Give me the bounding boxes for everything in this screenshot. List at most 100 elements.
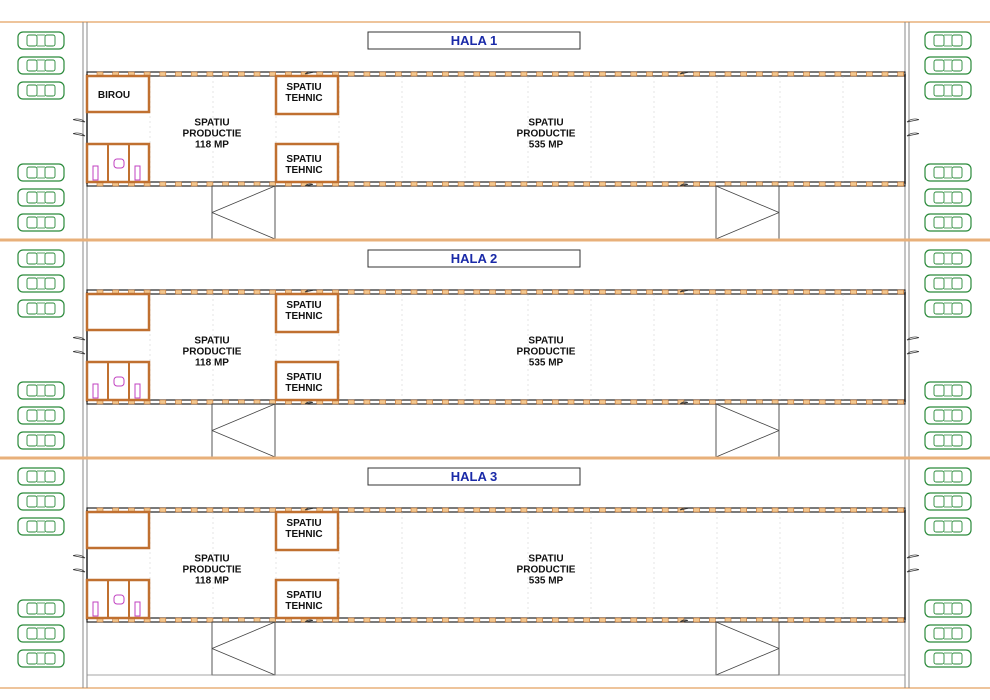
window-north (536, 507, 543, 513)
window-south (238, 617, 245, 623)
car-windshield (933, 470, 945, 483)
production-area-large-label-line: SPATIU (528, 336, 563, 347)
car-rear-window (951, 627, 963, 640)
window-north (803, 71, 810, 77)
technical-room-label-line: SPATIU (286, 590, 321, 601)
window-north (504, 71, 512, 77)
window-north (787, 71, 795, 77)
car-rear-window (44, 470, 56, 483)
hall-title: HALA 3 (451, 469, 497, 484)
car-icon (17, 213, 65, 232)
car-windshield (933, 34, 945, 47)
loading-ramp (715, 403, 780, 458)
car-icon (17, 163, 65, 182)
window-south (442, 399, 449, 405)
window-north (771, 289, 779, 295)
window-south (394, 181, 402, 187)
window-south (536, 399, 543, 405)
sink-fixture (92, 601, 99, 617)
car-windshield (26, 409, 38, 422)
car-windshield (26, 602, 38, 615)
window-south (583, 181, 591, 187)
window-south (756, 181, 763, 187)
car-windshield (933, 520, 945, 533)
car-rear-window (951, 409, 963, 422)
car-icon (17, 649, 65, 668)
window-north (756, 289, 763, 295)
window-north (834, 507, 842, 513)
window-north (740, 289, 748, 295)
car-icon (924, 649, 972, 668)
car-icon (17, 624, 65, 643)
hall-title-box (367, 467, 581, 486)
window-north (253, 507, 261, 513)
door-swing (906, 132, 920, 137)
window-south (175, 617, 182, 623)
door-icon (679, 71, 689, 75)
window-south (504, 399, 512, 405)
window-north (269, 507, 277, 513)
car-rear-window (951, 59, 963, 72)
window-south (724, 617, 732, 623)
window-south (834, 399, 842, 405)
car-body (17, 188, 65, 207)
window-north (803, 289, 810, 295)
window-north (159, 71, 167, 77)
technical-room-label-line: SPATIU (286, 300, 321, 311)
door-swing (906, 568, 920, 573)
window-south (897, 181, 905, 187)
car-icon (17, 599, 65, 618)
restroom-block (85, 578, 151, 620)
window-north (269, 71, 277, 77)
car-icon (924, 299, 972, 318)
car-windshield (26, 252, 38, 265)
window-north (473, 71, 481, 77)
window-south (504, 181, 512, 187)
window-south (159, 399, 167, 405)
car-windshield (933, 166, 945, 179)
technical-room-label-line: TEHNIC (285, 383, 322, 394)
car-icon (924, 163, 972, 182)
car-rear-window (44, 216, 56, 229)
car-icon (17, 467, 65, 486)
window-north (646, 507, 653, 513)
window-south (803, 617, 810, 623)
window-north (206, 289, 214, 295)
window-north (222, 507, 229, 513)
door-swing (304, 507, 314, 511)
hall-2: HALA 2SPATIUTEHNICSPATIUTEHNICSPATIUPROD… (0, 238, 990, 458)
car-rear-window (44, 302, 56, 315)
production-area-small-label-line: 118 MP (195, 576, 229, 587)
window-south (442, 181, 449, 187)
car-body (17, 56, 65, 75)
car-icon (17, 31, 65, 50)
door-swing (304, 619, 314, 623)
window-south (583, 617, 591, 623)
car-body (924, 81, 972, 100)
sink-fixture (134, 383, 141, 399)
door-swing (906, 554, 920, 559)
window-north (567, 289, 575, 295)
car-icon (924, 213, 972, 232)
door-icon (72, 554, 86, 559)
window-north (708, 71, 716, 77)
window-north (426, 507, 434, 513)
window-north (583, 71, 591, 77)
window-south (394, 617, 402, 623)
door-icon (906, 336, 920, 341)
window-north (238, 507, 245, 513)
window-south (363, 617, 371, 623)
hall-title: HALA 1 (451, 33, 497, 48)
hall-title: HALA 2 (451, 251, 497, 266)
window-north (756, 71, 763, 77)
window-north (457, 289, 465, 295)
car-rear-window (951, 470, 963, 483)
door-icon (679, 507, 689, 511)
door-swing (679, 289, 689, 293)
car-icon (924, 467, 972, 486)
window-south (614, 181, 622, 187)
window-north (771, 71, 779, 77)
window-north (190, 289, 198, 295)
window-south (536, 181, 543, 187)
loading-ramp (211, 403, 276, 458)
